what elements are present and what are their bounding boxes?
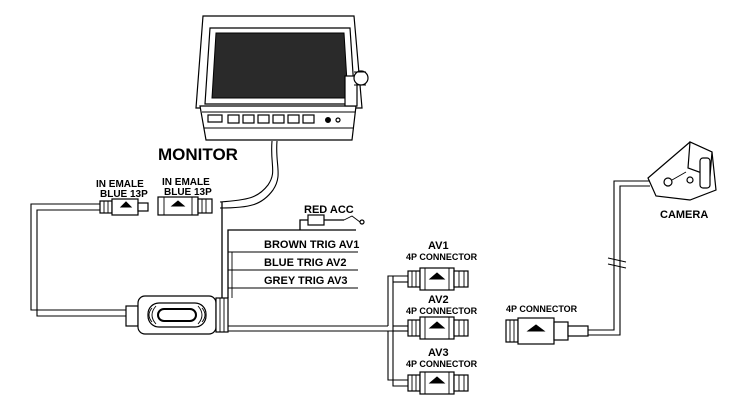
av2-sub-label: 4P CONNECTOR bbox=[406, 306, 478, 316]
in-female-2-sub-label: BLUE 13P bbox=[164, 187, 212, 198]
connector-icon bbox=[157, 196, 213, 216]
connector-icon bbox=[407, 316, 469, 340]
monitor-icon bbox=[195, 15, 369, 141]
av3-label: AV3 bbox=[428, 347, 449, 359]
connector-icon bbox=[407, 267, 469, 291]
in-female-1-label: IN EMALE bbox=[96, 179, 144, 190]
av1-label: AV1 bbox=[428, 240, 449, 252]
av2-label: AV2 bbox=[428, 294, 449, 306]
brown-trig-label: BROWN TRIG AV1 bbox=[264, 239, 359, 251]
grey-trig-label: GREY TRIG AV3 bbox=[264, 275, 348, 287]
fuse-icon bbox=[299, 214, 365, 230]
monitor-label: MONITOR bbox=[158, 145, 238, 164]
cam-connector-label: 4P CONNECTOR bbox=[506, 304, 578, 314]
red-acc-label: RED ACC bbox=[304, 204, 354, 216]
connector-icon bbox=[505, 317, 589, 345]
camera-label: CAMERA bbox=[660, 209, 708, 221]
connector-icon bbox=[407, 371, 469, 395]
av3-sub-label: 4P CONNECTOR bbox=[406, 359, 478, 369]
connector-icon bbox=[99, 198, 149, 216]
camera-icon bbox=[647, 141, 717, 201]
blue-trig-label: BLUE TRIG AV2 bbox=[264, 257, 347, 269]
av1-sub-label: 4P CONNECTOR bbox=[406, 252, 478, 262]
in-female-2-label: IN EMALE bbox=[162, 177, 210, 188]
in-female-1-sub-label: BLUE 13P bbox=[100, 189, 148, 200]
control-box-icon bbox=[125, 295, 229, 335]
